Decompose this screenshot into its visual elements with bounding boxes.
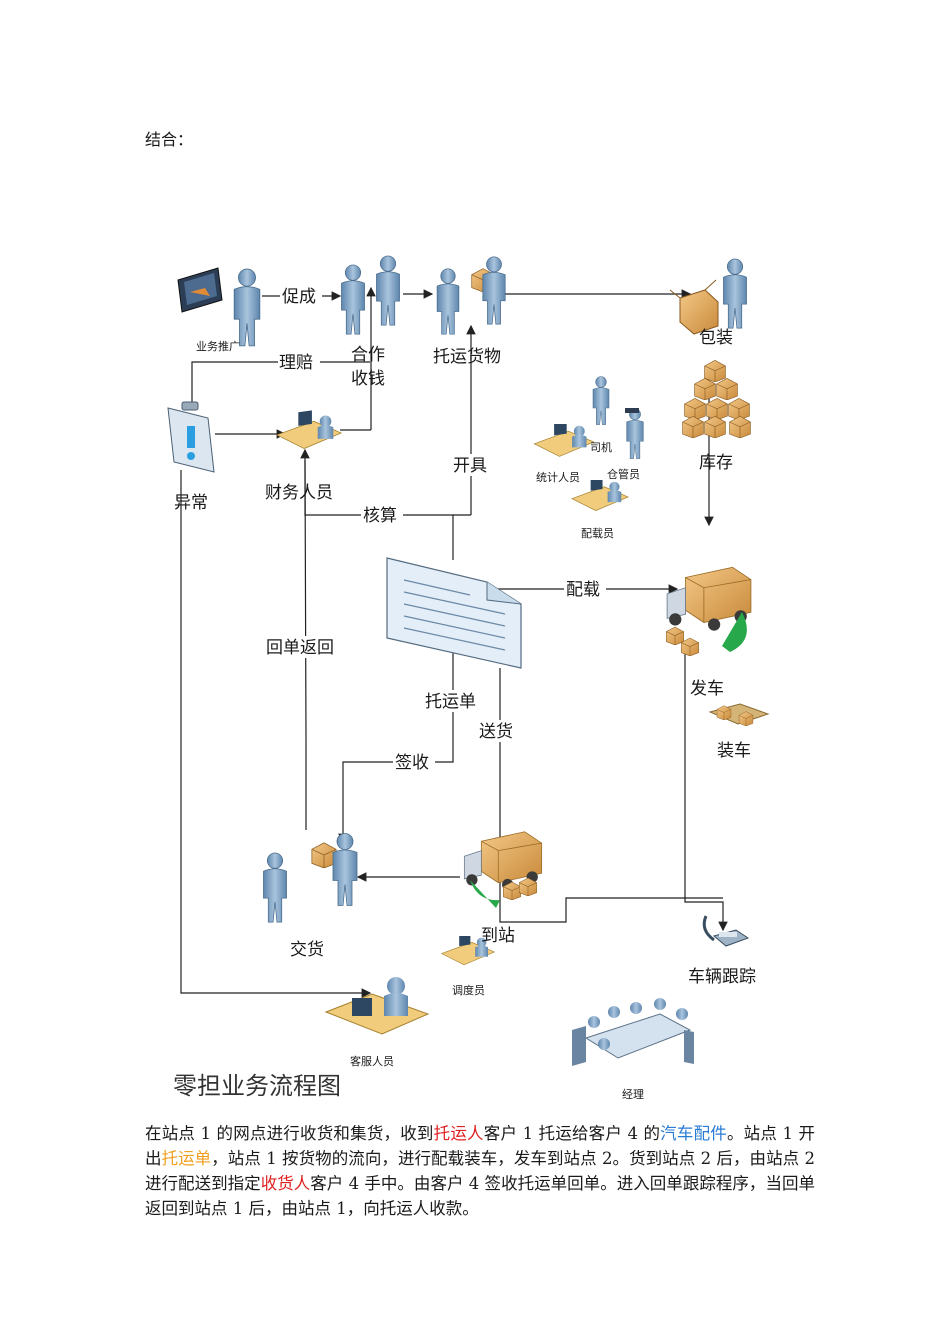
packing-icon — [669, 258, 747, 335]
connector-lines — [180, 286, 728, 998]
finance-desk-icon — [276, 409, 342, 450]
para-seg-3: 。站点 1 开出 — [145, 1124, 815, 1168]
label-hesuan: 核算 — [363, 506, 397, 526]
label-songhuo: 送货 — [479, 722, 513, 742]
label-fache: 发车 — [690, 679, 724, 699]
label-peizaiyuan: 配载员 — [581, 527, 614, 540]
para-seg-1: 在站点 1 的网点进行收货和集货，收到 — [145, 1124, 434, 1143]
loading-icon — [708, 703, 770, 726]
label-jiaohuo: 交货 — [290, 940, 324, 960]
label-genzong: 车辆跟踪 — [688, 967, 756, 987]
label-hezuo: 合作 — [351, 345, 385, 365]
label-peizai: 配载 — [566, 580, 600, 600]
para-seg-2: 客户 1 托运给客户 4 的 — [483, 1124, 661, 1143]
label-cangguan: 仓管员 — [607, 467, 640, 481]
shipping-goods-icon — [436, 256, 506, 335]
customer-service-icon — [324, 977, 430, 1035]
departure-truck-icon — [666, 566, 752, 656]
phone-icon — [702, 915, 750, 947]
label-tongji: 统计人员 — [536, 471, 580, 484]
label-caiwu: 财务人员 — [265, 483, 333, 503]
arrival-truck-icon — [463, 831, 543, 908]
label-jingli: 经理 — [622, 1088, 644, 1101]
intro-text: 结合： — [145, 130, 194, 149]
waybill-highlight: 托运单 — [161, 1149, 212, 1168]
para-seg-5: 客户 4 手中。由客户 4 签收托运单回单。进入回单跟踪程序，当回单返回到站点 … — [145, 1174, 816, 1218]
waybill-document-icon — [386, 557, 522, 669]
exception-clipboard-icon — [167, 401, 215, 473]
label-kaiju: 开具 — [453, 456, 487, 476]
diagram-title: 零担业务流程图 — [173, 1072, 341, 1100]
label-yichang: 异常 — [174, 493, 208, 513]
label-daozhan: 到站 — [481, 926, 515, 946]
label-zhuangche: 装车 — [717, 741, 751, 761]
label-baozhuang: 包装 — [699, 328, 733, 348]
label-siji: 司机 — [590, 440, 612, 454]
diagram-labels: 促成 业务推广 理赔 合作 收钱 托运货物 包装 库存 司机 统计人员 仓管员 … — [173, 285, 756, 1101]
label-diaodu: 调度员 — [452, 983, 485, 997]
delivery-person-icon — [263, 833, 358, 923]
label-tuoyundan: 托运单 — [425, 692, 476, 712]
label-lipei: 理赔 — [279, 353, 313, 373]
label-huidan: 回单返回 — [266, 638, 334, 658]
consignee-highlight: 收货人 — [260, 1174, 311, 1193]
label-shouqian: 收钱 — [351, 369, 385, 389]
label-qianshou: 签收 — [395, 753, 429, 773]
shipper-highlight: 托运人 — [433, 1124, 484, 1143]
warehouse-boxes-icon — [682, 360, 751, 438]
label-promo: 业务推广 — [196, 339, 240, 353]
promo-board-icon — [177, 267, 261, 347]
label-cucheng: 促成 — [282, 287, 316, 307]
label-kucun: 库存 — [699, 453, 733, 473]
label-kefu: 客服人员 — [350, 1054, 394, 1068]
meeting-room-icon — [572, 998, 694, 1066]
para-seg-4: ，站点 1 按货物的流向，进行配载装车，发车到站点 2。货到站点 2 后，由站点… — [145, 1149, 816, 1193]
staff-group-icon — [533, 376, 644, 512]
description-paragraph: 在站点 1 的网点进行收货和集货，收到托运人客户 1 托运给客户 4 的汽车配件… — [145, 1121, 815, 1221]
label-tuoyun-goods: 托运货物 — [433, 347, 501, 367]
auto-parts-highlight: 汽车配件 — [660, 1124, 727, 1143]
